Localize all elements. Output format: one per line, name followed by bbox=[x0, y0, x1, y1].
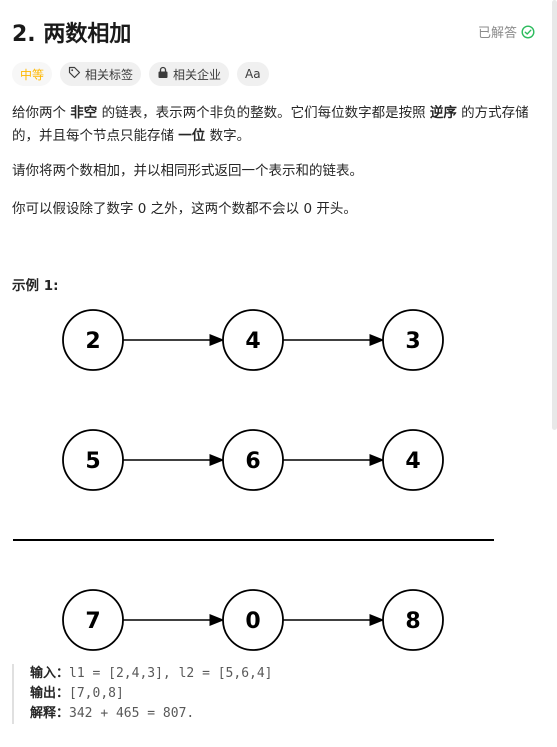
list-node bbox=[382, 309, 444, 371]
related-companies-button[interactable]: 相关企业 bbox=[149, 62, 230, 86]
desc-text: 的链表，表示两个非负的整数。它们每位数字都是按照 bbox=[97, 105, 430, 121]
tag-icon bbox=[68, 66, 81, 82]
example-input-row: 输入：l1 = [2,4,3], l2 = [5,6,4] bbox=[30, 664, 273, 684]
desc-strong-nonempty: 非空 bbox=[70, 105, 98, 121]
input-label: 输入： bbox=[30, 666, 70, 681]
linked-list-diagram: 2 4 3 5 6 4 7 0 8 bbox=[13, 309, 494, 651]
desc-text: 数字。 bbox=[205, 128, 251, 144]
list-node bbox=[62, 589, 124, 651]
explain-label: 解释： bbox=[30, 706, 70, 721]
list-node bbox=[62, 429, 124, 491]
list-node-value: 0 bbox=[245, 609, 260, 634]
related-companies-label: 相关企业 bbox=[173, 67, 222, 82]
output-label: 输出： bbox=[30, 686, 70, 701]
desc-strong-reverse: 逆序 bbox=[429, 105, 457, 121]
font-toggle-label: Aa bbox=[245, 67, 261, 81]
list-node-value: 6 bbox=[245, 449, 260, 474]
desc-text: 给你两个 bbox=[12, 105, 71, 121]
difficulty-badge[interactable]: 中等 bbox=[12, 62, 53, 86]
difficulty-label: 中等 bbox=[20, 67, 45, 82]
problem-title: 2. 两数相加 bbox=[12, 22, 132, 47]
related-tags-button[interactable]: 相关标签 bbox=[60, 62, 142, 86]
list-node bbox=[62, 309, 124, 371]
explain-value: 342 + 465 = 807. bbox=[69, 706, 195, 721]
description-paragraph-3: 你可以假设除了数字 0 之外，这两个数都不会以 0 开头。 bbox=[12, 201, 357, 217]
tag-bar: 中等 相关标签 相关企业 Aa bbox=[12, 62, 269, 86]
list-node-value: 8 bbox=[405, 609, 420, 634]
list-node bbox=[382, 429, 444, 491]
input-value: l1 = [2,4,3], l2 = [5,6,4] bbox=[69, 666, 273, 681]
list-node-value: 7 bbox=[85, 609, 100, 634]
list-node bbox=[222, 309, 284, 371]
list-node-value: 3 bbox=[405, 329, 420, 354]
solved-status: 已解答 bbox=[478, 22, 535, 41]
solved-status-label: 已解答 bbox=[477, 26, 517, 41]
lock-icon bbox=[157, 66, 169, 82]
related-tags-label: 相关标签 bbox=[85, 67, 134, 82]
example-output-row: 输出：[7,0,8] bbox=[30, 684, 273, 704]
list-node-value: 5 bbox=[85, 449, 100, 474]
desc-text: 的方式存储的，并且每个节点只能存储 bbox=[12, 105, 529, 144]
check-circle-icon bbox=[521, 24, 535, 39]
description-paragraph-2: 请你将两个数相加，并以相同形式返回一个表示和的链表。 bbox=[12, 163, 363, 179]
example-title: 示例 1: bbox=[12, 278, 59, 294]
description-paragraph-1: 给你两个 非空 的链表，表示两个非负的整数。它们每位数字都是按照 逆序 的方式存… bbox=[12, 102, 540, 148]
font-toggle-button[interactable]: Aa bbox=[237, 62, 269, 86]
example-explain-row: 解释：342 + 465 = 807. bbox=[30, 704, 273, 724]
list-node-value: 4 bbox=[245, 329, 260, 354]
output-value: [7,0,8] bbox=[69, 686, 124, 701]
scrollbar[interactable] bbox=[552, 0, 557, 430]
example-io-block: 输入：l1 = [2,4,3], l2 = [5,6,4] 输出：[7,0,8]… bbox=[12, 664, 273, 724]
list-node bbox=[222, 589, 284, 651]
list-node bbox=[222, 429, 284, 491]
list-node bbox=[382, 589, 444, 651]
list-node-value: 2 bbox=[85, 329, 100, 354]
list-node-value: 4 bbox=[405, 449, 420, 474]
desc-strong-single-digit: 一位 bbox=[178, 128, 206, 144]
